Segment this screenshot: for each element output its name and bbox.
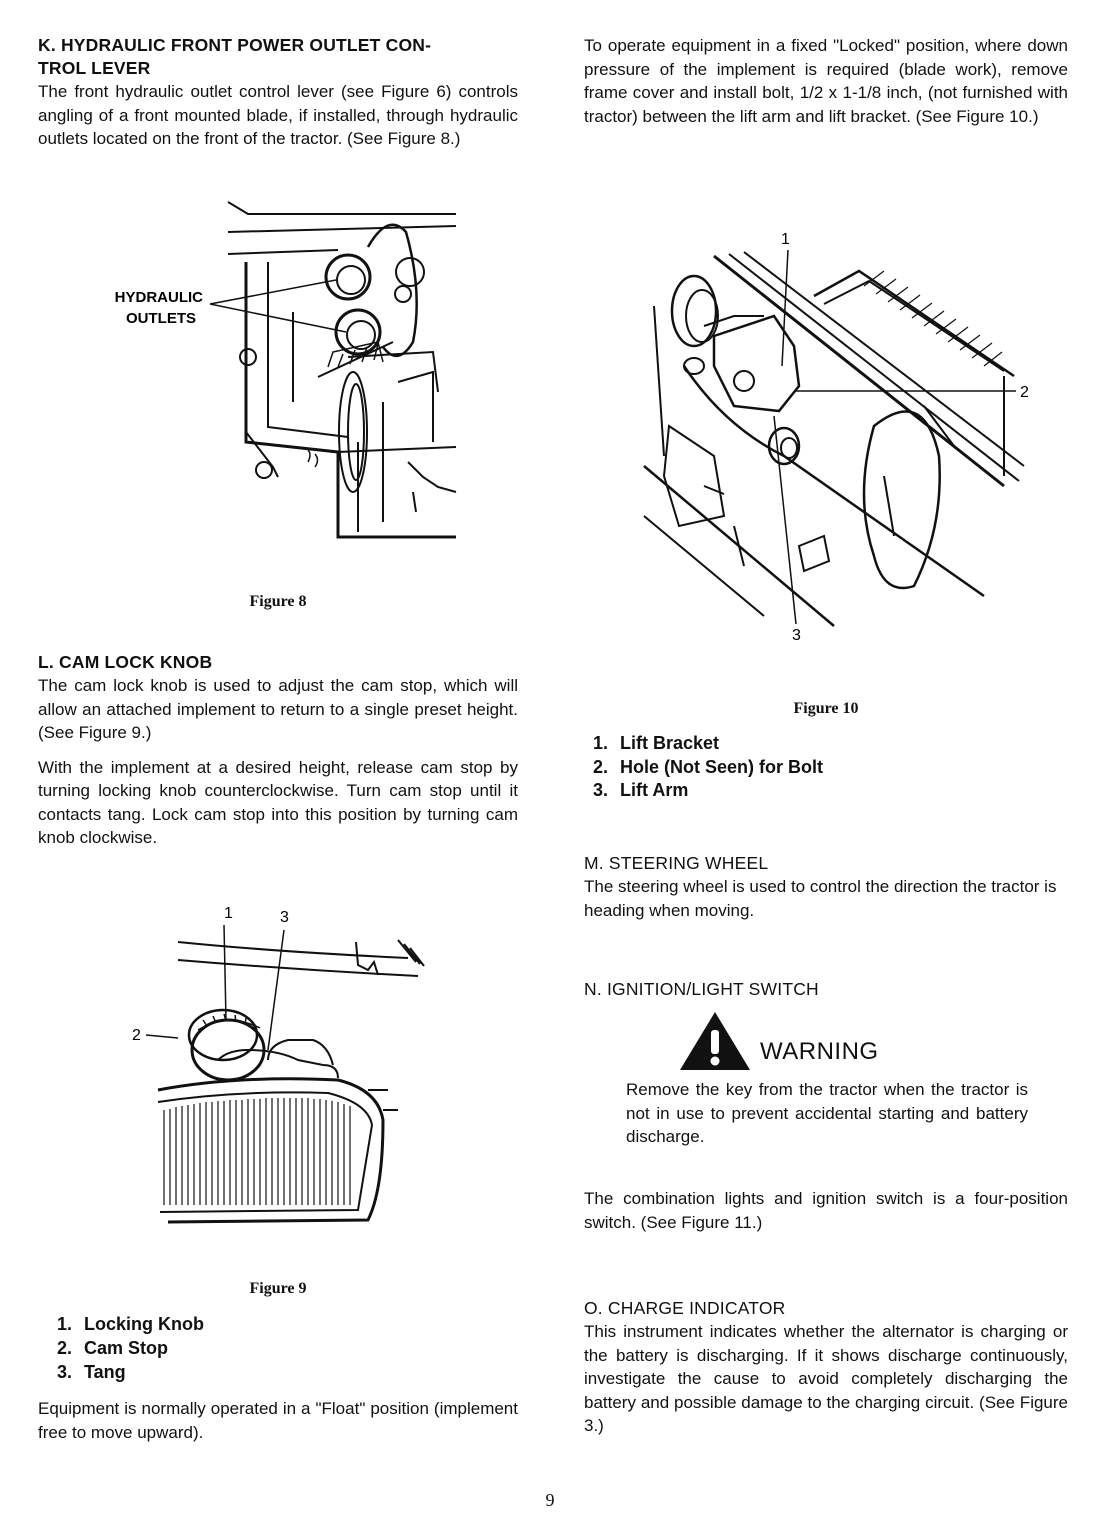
float-paragraph-block: Equipment is normally operated in a "Flo… (38, 1397, 518, 1444)
section-k-heading-line1: K. HYDRAULIC FRONT POWER OUTLET CON- (38, 35, 432, 55)
legend-num: 1. (592, 733, 608, 753)
figure-9-legend: 1. Locking Knob 2. Cam Stop 3. Tang (38, 1312, 518, 1384)
figure-10-illustration: 1 2 3 (643, 231, 1029, 644)
legend-text: Lift Bracket (620, 733, 720, 753)
legend-num: 3. (56, 1362, 72, 1382)
figure-9-legend-item: 1. Locking Knob (38, 1312, 518, 1336)
warning-triangle-icon (680, 1012, 750, 1070)
figure-8-label-line2: OUTLETS (126, 310, 196, 327)
warning-box: WARNING Remove the key from the tractor … (626, 1010, 1028, 1149)
figure-8-label-line1: HYDRAULIC (115, 289, 203, 306)
section-n: N. IGNITION/LIGHT SWITCH (584, 978, 1068, 1001)
legend-num: 2. (56, 1338, 72, 1358)
warning-body: Remove the key from the tractor when the… (626, 1080, 1028, 1146)
section-n-heading: N. IGNITION/LIGHT SWITCH (584, 979, 819, 999)
section-k: K. HYDRAULIC FRONT POWER OUTLET CON- TRO… (38, 34, 518, 151)
figure-8-caption: Figure 8 (249, 593, 307, 610)
section-m-body: The steering wheel is used to control th… (584, 877, 1057, 920)
legend-num: 1. (56, 1314, 72, 1334)
figure-9-callout-2: 2 (132, 1027, 141, 1044)
section-n-body: The combination lights and ignition swit… (584, 1189, 1068, 1232)
figure-9-callout-3: 3 (280, 909, 289, 926)
figure-9-legend-item: 3. Tang (38, 1360, 518, 1384)
section-o: O. CHARGE INDICATOR This instrument indi… (584, 1297, 1068, 1438)
figure-10-callout-1: 1 (781, 231, 790, 248)
figure-10-legend: 1. Lift Bracket 2. Hole (Not Seen) for Bol… (584, 732, 1068, 803)
section-k-heading-line2: TROL LEVER (38, 58, 151, 78)
warning-title: WARNING (760, 1038, 879, 1065)
section-k-body: The front hydraulic outlet control lever… (38, 82, 518, 148)
section-l-heading: L. CAM LOCK KNOB (38, 652, 213, 672)
figure-9-callout-1: 1 (224, 905, 233, 922)
locked-paragraph: To operate equipment in a fixed "Locked"… (584, 36, 1068, 126)
page-number: 9 (545, 1490, 555, 1510)
section-o-heading: O. CHARGE INDICATOR (584, 1298, 786, 1318)
legend-text: Cam Stop (84, 1338, 169, 1358)
figure-10-callout-3: 3 (792, 627, 801, 644)
figure-10-caption: Figure 10 (793, 700, 859, 717)
section-o-body: This instrument indicates whether the al… (584, 1322, 1068, 1435)
legend-text: Locking Knob (84, 1314, 204, 1334)
section-m-heading: M. STEERING WHEEL (584, 853, 769, 873)
section-m: M. STEERING WHEEL The steering wheel is … (584, 852, 1068, 922)
section-l: L. CAM LOCK KNOB The cam lock knob is us… (38, 651, 518, 850)
figure-9-caption: Figure 9 (249, 1280, 307, 1297)
section-l-body2: With the implement at a desired height, … (38, 757, 518, 848)
locked-paragraph-block: To operate equipment in a fixed "Locked"… (584, 34, 1068, 128)
warning-header: WARNING (626, 1010, 1028, 1072)
figure-9-legend-item: 2. Cam Stop (38, 1336, 518, 1360)
section-n-body-block: The combination lights and ignition swit… (584, 1187, 1068, 1234)
figure-8-illustration: HYDRAULIC OUTLETS (115, 201, 457, 539)
figure-10-legend-item: 1. Lift Bracket (574, 732, 1068, 756)
figure-10-legend-item: 2. Hole (Not Seen) for Bolt (574, 756, 1068, 780)
figure-10-legend-item: 3. Lift Arm (574, 779, 1068, 803)
figure-9-illustration: 1 3 2 (132, 905, 425, 1224)
legend-text: Hole (Not Seen) for Bolt (620, 756, 823, 777)
figure-10-callout-2: 2 (1020, 384, 1029, 401)
legend-num: 2. (592, 756, 608, 777)
legend-text: Lift Arm (620, 780, 689, 800)
legend-num: 3. (592, 780, 608, 800)
float-paragraph: Equipment is normally operated in a "Flo… (38, 1399, 518, 1442)
section-l-body1: The cam lock knob is used to adjust the … (38, 676, 518, 742)
legend-text: Tang (84, 1362, 126, 1382)
